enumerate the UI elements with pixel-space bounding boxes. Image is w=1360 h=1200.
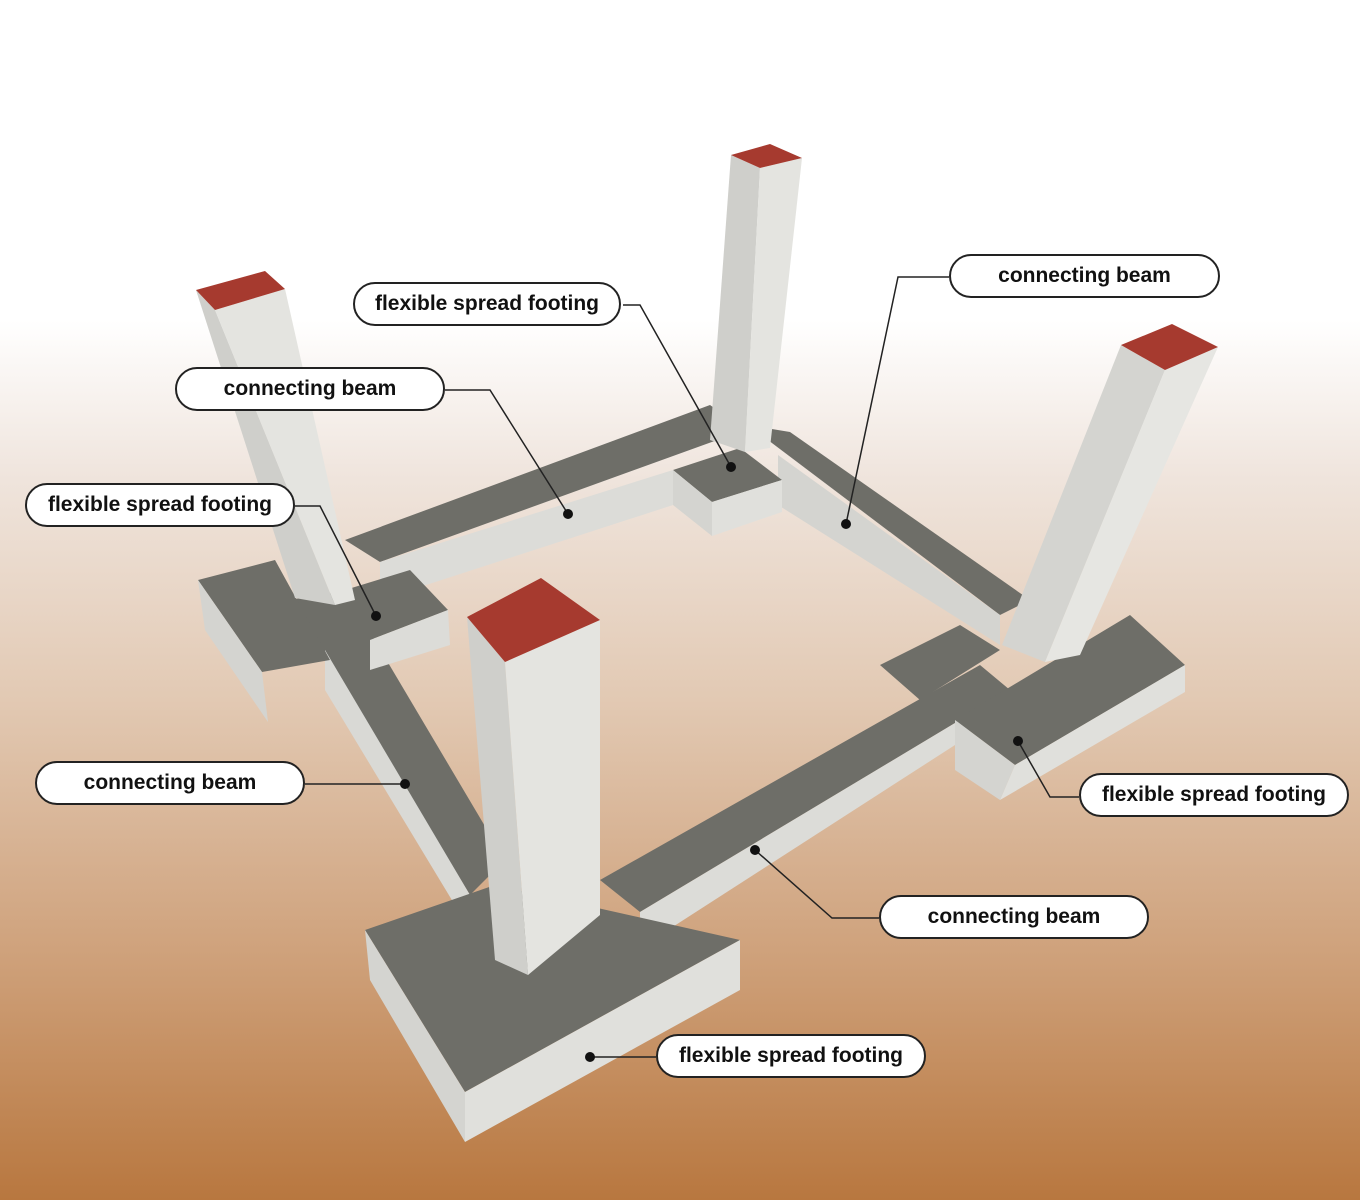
beam-right-side: [778, 455, 1000, 645]
beam-left-side: [325, 650, 470, 930]
connecting-beams: [290, 405, 1030, 948]
column-right-face2: [1045, 347, 1218, 662]
column-front-cap: [467, 578, 600, 662]
footings: [198, 448, 1185, 1142]
column-back-left-cap: [196, 271, 285, 310]
footing-back-left-side: [198, 580, 268, 722]
label-beam-front: connecting beam: [879, 895, 1149, 939]
label-beam-right: connecting beam: [949, 254, 1220, 298]
beam-front-side: [640, 690, 1010, 948]
leader-footing-back-left: [295, 505, 377, 617]
footing-front-side1: [365, 930, 465, 1142]
dot: [371, 611, 381, 621]
leader-beam-back: [445, 389, 569, 515]
footing-right-step: [880, 625, 1000, 700]
label-footing-front: flexible spread footing: [656, 1034, 926, 1078]
footing-right-side2: [1000, 665, 1185, 800]
beam-front: [600, 665, 1010, 912]
column-back-middle-face1: [710, 155, 760, 452]
leader-lines: [295, 276, 1079, 1058]
leader-beam-front: [754, 849, 879, 919]
dot: [1013, 736, 1023, 746]
dot: [563, 509, 573, 519]
footing-right-side1: [955, 720, 1015, 800]
footing-back-middle: [673, 448, 782, 502]
dot: [750, 845, 760, 855]
label-footing-back-left: flexible spread footing: [25, 483, 295, 527]
footing-back-middle-side1: [673, 470, 712, 536]
footing-right: [955, 615, 1185, 765]
column-front-face2: [505, 620, 600, 975]
footing-back-left: [198, 560, 330, 672]
footing-back-middle-side2: [712, 480, 782, 536]
label-beam-left: connecting beam: [35, 761, 305, 805]
beam-right: [748, 425, 1030, 615]
column-right-cap: [1121, 324, 1218, 370]
beam-left: [290, 590, 505, 895]
leader-dots: [371, 462, 1023, 1062]
column-back-middle-cap: [731, 144, 802, 168]
dot: [726, 462, 736, 472]
leader-footing-back-middle: [623, 304, 732, 468]
dot: [400, 779, 410, 789]
leader-beam-right: [845, 276, 949, 525]
label-footing-back-middle: flexible spread footing: [353, 282, 621, 326]
leader-footing-right: [1017, 740, 1079, 798]
beam-back: [345, 405, 745, 562]
column-back-middle-face2: [745, 158, 802, 452]
column-right-face1: [1002, 345, 1165, 662]
footing-front-side2: [465, 940, 740, 1142]
dot: [585, 1052, 595, 1062]
footing-back-left-inner: [345, 570, 448, 640]
column-front-face1: [467, 617, 528, 975]
footing-back-left-inner-side: [370, 610, 450, 670]
dot: [841, 519, 851, 529]
beam-back-side: [380, 470, 673, 600]
label-footing-right: flexible spread footing: [1079, 773, 1349, 817]
label-beam-back: connecting beam: [175, 367, 445, 411]
footing-front: [365, 885, 740, 1092]
